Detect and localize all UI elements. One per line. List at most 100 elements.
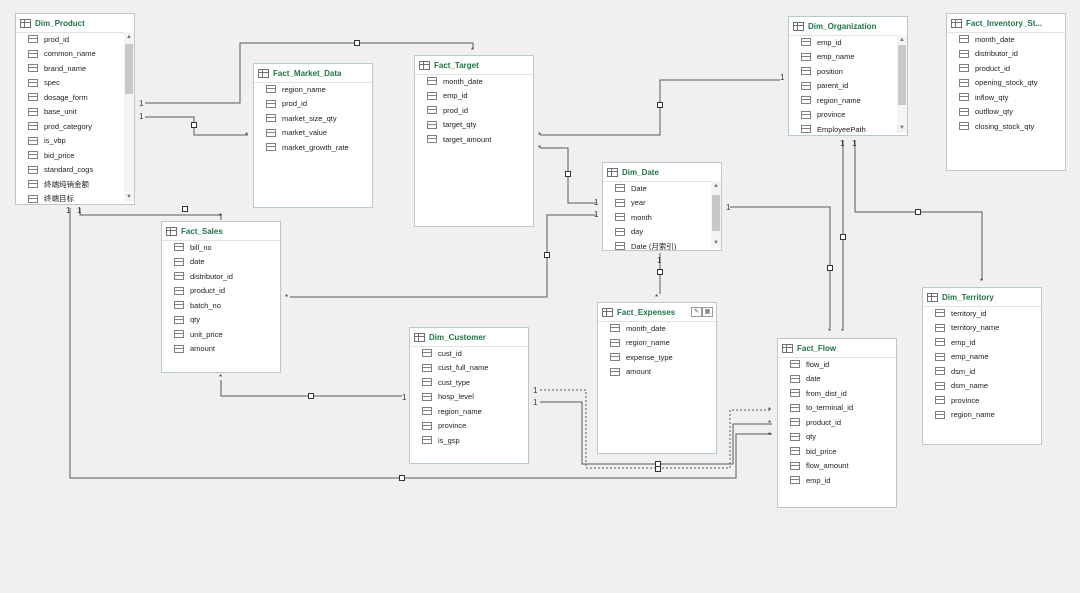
field-item[interactable]: month_date (947, 32, 1065, 47)
table-header[interactable]: Fact_Expenses (598, 303, 716, 322)
field-item[interactable]: position (789, 64, 907, 79)
field-item[interactable]: territory_id (923, 306, 1041, 321)
scroll-down-icon[interactable]: ▼ (713, 240, 719, 246)
field-item[interactable]: region_name (598, 336, 716, 351)
relationship-handle[interactable] (544, 252, 550, 258)
field-item[interactable]: bill_no (162, 240, 280, 255)
field-item[interactable]: is_gsp (410, 433, 528, 448)
field-item[interactable]: hosp_level (410, 390, 528, 405)
field-item[interactable]: amount (598, 365, 716, 380)
field-item[interactable]: distributor_id (947, 47, 1065, 62)
field-item[interactable]: bid_price (778, 444, 896, 459)
relationship-handle[interactable] (354, 40, 360, 46)
scroll-thumb[interactable] (712, 195, 720, 231)
field-item[interactable]: product_id (778, 415, 896, 430)
field-item[interactable]: to_terminal_id (778, 401, 896, 416)
field-item[interactable]: prod_id (254, 97, 372, 112)
field-item[interactable]: emp_id (415, 89, 533, 104)
field-item[interactable]: month_date (598, 321, 716, 336)
relationship-handle[interactable] (657, 269, 663, 275)
table-header[interactable]: Dim_Organization (789, 17, 907, 36)
relationship-handle[interactable] (657, 102, 663, 108)
relationship-line[interactable] (290, 214, 596, 298)
relationship-handle[interactable] (827, 265, 833, 271)
field-item[interactable]: standard_cogs (16, 163, 134, 178)
field-item[interactable]: emp_id (923, 335, 1041, 350)
field-item[interactable]: 终端纯销金额 (16, 177, 134, 192)
relationship-handle[interactable] (399, 475, 405, 481)
field-item[interactable]: from_dist_id (778, 386, 896, 401)
field-item[interactable]: prod_id (16, 32, 134, 47)
field-item[interactable]: month_date (415, 74, 533, 89)
field-item[interactable]: date (778, 372, 896, 387)
field-item[interactable]: territory_name (923, 321, 1041, 336)
relationship-handle[interactable] (565, 171, 571, 177)
relationship-line[interactable] (145, 42, 474, 104)
field-item[interactable]: region_name (923, 408, 1041, 423)
field-item[interactable]: market_size_qty (254, 111, 372, 126)
field-item[interactable]: target_qty (415, 118, 533, 133)
relationship-handle[interactable] (840, 234, 846, 240)
field-item[interactable]: batch_no (162, 298, 280, 313)
table-header[interactable]: Fact_Inventory_St... (947, 14, 1065, 33)
relationship-line[interactable] (730, 206, 831, 328)
relationship-handle[interactable] (655, 466, 661, 472)
field-item[interactable]: unit_price (162, 327, 280, 342)
field-item[interactable]: region_name (410, 404, 528, 419)
field-item[interactable]: day (603, 225, 721, 240)
table-header[interactable]: Fact_Sales (162, 222, 280, 241)
relationship-handle[interactable] (655, 461, 661, 467)
field-item[interactable]: qty (778, 430, 896, 445)
field-item[interactable]: bid_price (16, 148, 134, 163)
field-item[interactable]: prod_category (16, 119, 134, 134)
scroll-thumb[interactable] (898, 45, 906, 105)
field-item[interactable]: province (410, 419, 528, 434)
field-item[interactable]: emp_name (789, 50, 907, 65)
field-item[interactable]: brand_name (16, 61, 134, 76)
edit-icon[interactable]: ✎ (691, 307, 702, 317)
grid-icon[interactable]: ▦ (702, 307, 713, 317)
table-header[interactable]: Fact_Market_Data (254, 64, 372, 83)
field-item[interactable]: flow_amount (778, 459, 896, 474)
field-item[interactable]: dsm_id (923, 364, 1041, 379)
field-item[interactable]: prod_id (415, 103, 533, 118)
relationship-handle[interactable] (308, 393, 314, 399)
scrollbar[interactable]: ▲ ▼ (124, 32, 134, 202)
scroll-up-icon[interactable]: ▲ (126, 34, 132, 40)
field-item[interactable]: opening_stock_qty (947, 76, 1065, 91)
field-item[interactable]: Date (603, 181, 721, 196)
field-item[interactable]: parent_id (789, 79, 907, 94)
field-item[interactable]: dosage_form (16, 90, 134, 105)
relationship-handle[interactable] (182, 206, 188, 212)
field-item[interactable]: dsm_name (923, 379, 1041, 394)
field-item[interactable]: common_name (16, 47, 134, 62)
field-item[interactable]: amount (162, 342, 280, 357)
field-item[interactable]: expense_type (598, 350, 716, 365)
field-item[interactable]: closing_stock_qty (947, 119, 1065, 134)
field-item[interactable]: province (923, 393, 1041, 408)
field-item[interactable]: Date (月索引) (603, 239, 721, 250)
field-item[interactable]: qty (162, 313, 280, 328)
scroll-down-icon[interactable]: ▼ (899, 125, 905, 131)
field-item[interactable]: month (603, 210, 721, 225)
field-item[interactable]: outflow_qty (947, 105, 1065, 120)
scroll-up-icon[interactable]: ▲ (713, 183, 719, 189)
field-item[interactable]: spec (16, 76, 134, 91)
field-item[interactable]: inflow_qty (947, 90, 1065, 105)
scrollbar[interactable]: ▲ ▼ (897, 35, 907, 133)
field-item[interactable]: region_name (254, 82, 372, 97)
relationship-line[interactable] (69, 208, 772, 479)
scroll-thumb[interactable] (125, 44, 133, 94)
table-header[interactable]: Dim_Territory (923, 288, 1041, 307)
field-item[interactable]: distributor_id (162, 269, 280, 284)
table-header[interactable]: Dim_Customer (410, 328, 528, 347)
